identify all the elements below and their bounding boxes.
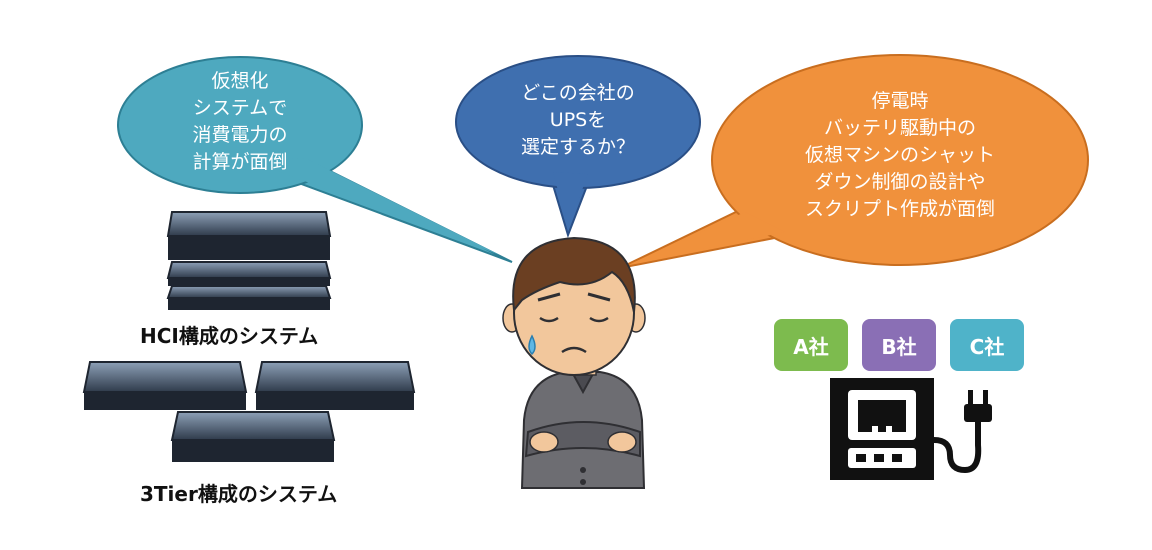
server-unit	[82, 361, 248, 410]
bubble-line: 選定するか？	[520, 136, 635, 158]
bubble-line: 計算が面倒	[192, 151, 288, 173]
three-tier-server-group	[82, 361, 416, 462]
server-unit	[254, 361, 416, 410]
bubble-text-shutdown: 停電時 バッテリ駆動中の 仮想マシンのシャット ダウン制御の設計や スクリプト作…	[745, 88, 1055, 223]
speech-bubble-ups	[455, 55, 701, 239]
bubble-line: 消費電力の	[192, 124, 288, 146]
bubble-line: バッテリ駆動中の	[823, 117, 976, 139]
bubble-line: どこの会社の	[521, 82, 635, 104]
server-unit	[166, 261, 332, 286]
bubble-line: 仮想マシンのシャット	[804, 144, 995, 166]
server-unit	[166, 285, 332, 310]
vendor-badge-b: B社	[862, 319, 936, 371]
caption-three-tier-system: 3Tier構成のシステム	[140, 482, 338, 506]
worried-person-illustration	[502, 236, 646, 489]
speech-bubble-shutdown	[619, 54, 1089, 269]
hci-server-stack	[166, 211, 332, 310]
vendor-badge-c: C社	[950, 319, 1024, 371]
server-unit	[166, 211, 332, 260]
bubble-text-ups: どこの会社の UPSを 選定するか？	[478, 80, 678, 161]
bubble-line: UPSを	[549, 109, 607, 131]
speech-bubble-virtualization	[117, 56, 513, 263]
bubble-line: ダウン制御の設計や	[814, 171, 986, 193]
bubble-line: 仮想化	[211, 70, 269, 92]
vendor-badge-a: A社	[774, 319, 848, 371]
sweat-drop-icon	[528, 334, 536, 356]
bubble-line: システムで	[192, 97, 288, 119]
power-plug-icon	[933, 390, 992, 474]
ups-device-icon	[830, 378, 934, 480]
bubble-text-virtualization: 仮想化 システムで 消費電力の 計算が面倒	[145, 68, 335, 176]
bubble-line: スクリプト作成が面倒	[804, 198, 995, 220]
caption-hci-system: HCI構成のシステム	[140, 324, 319, 348]
bubble-line: 停電時	[871, 90, 929, 112]
server-unit	[170, 411, 336, 462]
